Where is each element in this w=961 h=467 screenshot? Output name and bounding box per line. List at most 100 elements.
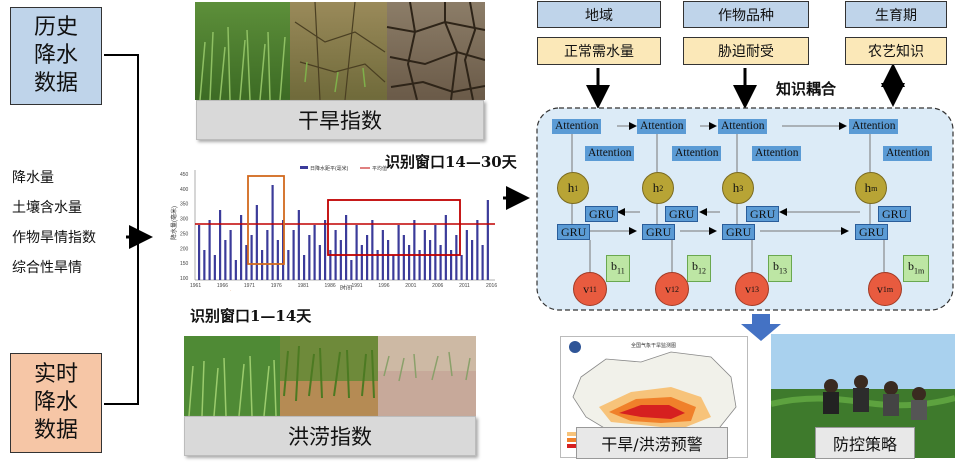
x-tick-label: 1986: [325, 283, 336, 289]
precip-bar: [413, 220, 416, 280]
y-tick-label: 300: [180, 217, 189, 223]
indicator-item: 降水量: [12, 170, 54, 186]
indicator-item: 作物旱情指数: [12, 230, 96, 246]
gru-node: GRU: [746, 206, 780, 222]
precip-bar: [371, 220, 374, 280]
precip-bar: [392, 255, 395, 280]
knowledge-agronomy: 农艺知识: [845, 37, 947, 65]
attention-node: Attention: [883, 146, 933, 161]
precip-bar: [271, 185, 274, 280]
knowledge-normal-water: 正常需水量: [537, 37, 661, 65]
ts-ylabel: 降水量(毫米): [170, 206, 178, 240]
precip-bar: [450, 250, 453, 280]
y-tick-label: 250: [180, 231, 189, 237]
field-photo: [771, 334, 955, 458]
precip-bar: [297, 210, 300, 280]
gru-node: GRU: [642, 224, 676, 240]
precip-bar: [434, 225, 437, 280]
gru-node: GRU: [665, 206, 699, 222]
y-tick-label: 350: [180, 202, 189, 208]
precip-bar: [308, 235, 311, 280]
legend-mean: 平均值: [372, 165, 387, 172]
precip-bar: [476, 220, 479, 280]
precip-bar: [240, 215, 243, 280]
y-tick-label: 100: [180, 276, 189, 282]
precip-bar: [276, 240, 279, 280]
precip-bar: [387, 240, 390, 280]
precip-bar: [198, 225, 201, 280]
bias-node: b1m: [903, 255, 930, 283]
x-tick-label: 1991: [351, 283, 362, 289]
precip-bar: [486, 200, 489, 280]
precip-bar: [313, 225, 316, 280]
knowledge-crop-variety: 作物品种: [683, 1, 809, 28]
precip-bar: [345, 215, 348, 280]
drought-photos: [195, 2, 485, 100]
precip-bar: [324, 220, 327, 280]
warning-label: 干旱/洪涝预警: [576, 427, 728, 459]
precip-bar: [471, 240, 474, 280]
attention-node: Attention: [752, 146, 802, 161]
precip-bar: [355, 225, 358, 280]
short-window-box: [247, 175, 285, 265]
precip-bar: [213, 255, 216, 280]
precip-bar: [350, 260, 353, 280]
x-tick-label: 2011: [459, 283, 470, 289]
knowledge-region: 地域: [537, 1, 661, 28]
strategy-label: 防控策略: [815, 427, 915, 459]
precip-bar: [203, 250, 206, 280]
strategy-photo: [771, 334, 955, 458]
precip-bar: [255, 205, 258, 280]
bias-node: b13: [768, 255, 792, 283]
y-tick-label: 150: [180, 261, 189, 267]
precip-bar: [224, 240, 227, 280]
indicator-list: 降水量 土壤含水量 作物旱情指数 综合性旱情: [12, 163, 127, 283]
attention-node: Attention: [552, 119, 602, 134]
long-window-box: [327, 199, 461, 256]
drought-index-caption: 干旱指数: [196, 100, 484, 140]
precip-bar: [234, 260, 237, 280]
legend-bars: 日降水距平(毫米): [310, 165, 349, 172]
x-tick-label: 2016: [486, 283, 497, 289]
x-tick-label: 1976: [271, 283, 282, 289]
precip-bar: [219, 210, 222, 280]
precip-bar: [397, 225, 400, 280]
precip-bar: [208, 220, 211, 280]
precip-bar: [250, 235, 253, 280]
x-tick-label: 1971: [244, 283, 255, 289]
knowledge-growth-stage: 生育期: [845, 1, 947, 28]
precip-bar: [376, 250, 379, 280]
precip-bar: [429, 240, 432, 280]
precip-bar: [455, 235, 458, 280]
ts-xlabel: 时间: [340, 284, 352, 290]
history-precip-box: 历史 降水 数据: [10, 7, 102, 105]
attention-node: Attention: [718, 119, 768, 134]
realtime-precip-box: 实时 降水 数据: [10, 353, 102, 453]
precip-bar: [418, 250, 421, 280]
gru-node: GRU: [878, 206, 912, 222]
precip-bar: [481, 245, 484, 280]
precip-bar: [287, 250, 290, 280]
indicator-item: 土壤含水量: [12, 200, 82, 216]
bias-node: b11: [606, 255, 630, 283]
x-tick-label: 2006: [432, 283, 443, 289]
precip-bar: [402, 235, 405, 280]
flood-photo-strip: [184, 336, 476, 416]
precip-bar: [303, 255, 306, 280]
precip-bar: [292, 230, 295, 280]
flood-index-caption: 洪涝指数: [184, 416, 476, 456]
precip-bar: [339, 240, 342, 280]
precip-bar: [366, 235, 369, 280]
x-tick-label: 2001: [405, 283, 416, 289]
knowledge-stress-tolerance: 胁迫耐受: [683, 37, 809, 65]
